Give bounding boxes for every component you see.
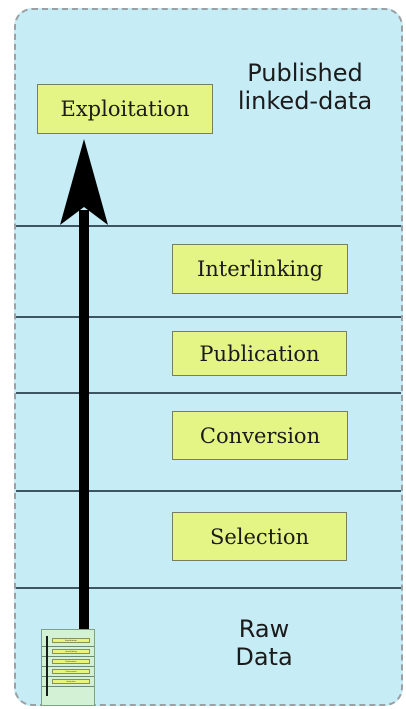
layer-divider xyxy=(16,587,401,589)
layer-divider xyxy=(16,316,401,318)
conversion-box: Conversion xyxy=(172,411,348,460)
arrow-shaft xyxy=(79,210,89,640)
published-linked-data-text: Published linked-data xyxy=(237,59,373,115)
diagram-thumbnail: Exploitation Interlinking Publication Co… xyxy=(41,629,95,706)
conversion-label: Conversion xyxy=(199,423,321,448)
raw-data-text: Raw Data xyxy=(235,615,293,671)
layer-divider xyxy=(16,392,401,394)
thumb-label: Conversion xyxy=(65,671,77,673)
thumb-divider xyxy=(42,676,94,677)
exploitation-label: Exploitation xyxy=(60,97,190,121)
thumb-divider xyxy=(42,686,94,687)
thumb-box-interlinking: Interlinking xyxy=(52,649,90,654)
interlinking-box: Interlinking xyxy=(172,244,348,294)
publication-label: Publication xyxy=(199,341,320,366)
exploitation-box: Exploitation xyxy=(37,84,213,134)
layer-divider xyxy=(16,225,401,227)
thumb-label: Interlinking xyxy=(65,651,77,653)
thumb-divider xyxy=(42,646,94,647)
thumb-divider xyxy=(42,656,94,657)
thumb-box-exploitation: Exploitation xyxy=(52,638,90,643)
thumb-box-conversion: Conversion xyxy=(52,669,90,674)
selection-label: Selection xyxy=(209,524,310,549)
interlinking-label: Interlinking xyxy=(196,257,324,281)
selection-box: Selection xyxy=(172,512,347,561)
thumb-arrow-icon xyxy=(46,636,48,696)
thumb-label: Publication xyxy=(65,661,77,663)
thumb-box-publication: Publication xyxy=(52,659,90,664)
thumb-divider xyxy=(42,666,94,667)
publication-box: Publication xyxy=(172,331,347,376)
thumb-label: Selection xyxy=(66,681,76,683)
layer-divider xyxy=(16,490,401,492)
published-linked-data-label: Published linked-data xyxy=(225,59,385,115)
raw-data-label: Raw Data xyxy=(222,615,306,671)
arrow-up-icon xyxy=(60,139,108,225)
thumb-box-selection: Selection xyxy=(52,679,90,684)
thumb-label: Exploitation xyxy=(65,640,77,642)
